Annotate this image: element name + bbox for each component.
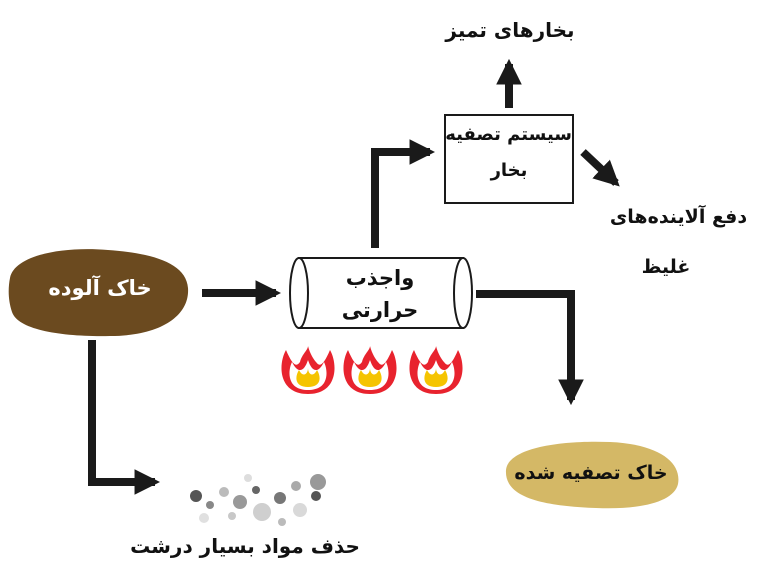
arrow-desorber-to-vapor-treatment: [371, 139, 436, 248]
flow-arrows: [88, 58, 620, 495]
label-treated-soil: خاک تصفیه شده: [514, 462, 668, 484]
oversize-debris: [190, 474, 326, 526]
label-clean-vapors: بخارهای تمیز: [445, 18, 575, 42]
flame-icon: [409, 346, 463, 394]
label-thermal-desorber-line1: واجذب: [345, 266, 415, 290]
thermal-desorber-cylinder: [289, 257, 473, 329]
label-contaminated-soil: خاک آلوده: [48, 276, 152, 300]
arrow-soil-to-oversize-removal: [88, 340, 161, 495]
contaminated-soil-shape: [8, 249, 189, 337]
burner-flames: [281, 346, 463, 394]
vapor-treatment-box: [444, 114, 574, 204]
flame-icon: [343, 346, 397, 394]
label-vapor-treatment-line2: بخار: [490, 160, 528, 181]
label-contaminants-line2: غلیظ: [641, 256, 691, 278]
label-oversize-removal: حذف مواد بسیار درشت: [130, 534, 360, 558]
arrow-desorber-to-treated-soil: [476, 290, 584, 406]
label-vapor-treatment-line1: سیستم تصفیه: [445, 124, 572, 145]
label-thermal-desorber-line2: حرارتی: [341, 298, 419, 322]
flame-icon: [281, 346, 335, 394]
treated-soil-shape: [505, 441, 679, 509]
arrow-vapor-treatment-to-contaminants: [580, 149, 620, 187]
label-contaminants-line1: دفع آلاینده‌های: [609, 206, 748, 228]
